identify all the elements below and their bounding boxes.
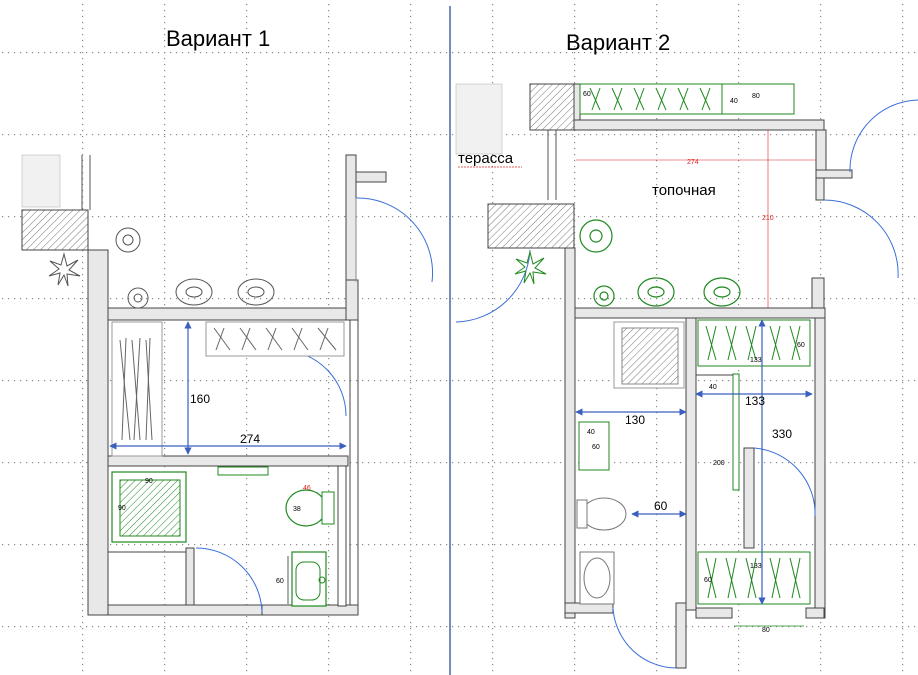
dim-133-top: 133: [750, 357, 762, 364]
dim-sink-60: 60: [276, 578, 284, 585]
dim-top-80: 80: [752, 93, 760, 100]
room-labels: терасса топочная: [458, 150, 716, 199]
dim-cab-40: 40: [587, 429, 595, 436]
dim-200: 200: [713, 460, 725, 467]
dim-60: 60: [654, 499, 668, 513]
dim-top-40: 40: [730, 98, 738, 105]
dim-210-red: 210: [762, 215, 774, 222]
dim-40-mid: 40: [709, 384, 717, 391]
variant1-plan: [21, 154, 434, 616]
dim-133-bottom: 133: [750, 563, 762, 570]
dim-shower-depth: 90: [118, 505, 126, 512]
dim-wardrobe-60-top: 60: [797, 342, 805, 349]
variant2-plan: [455, 83, 918, 669]
terrace-label: терасса: [458, 150, 514, 167]
variant2-dimension-labels: 274 210 60 40 80 130 40 60 60 133 133 13…: [583, 91, 805, 634]
dim-cab-60: 60: [592, 444, 600, 451]
variant1-dimension-labels: 160 274 90 90 46 38 60: [118, 392, 311, 585]
dim-shower-width: 90: [145, 478, 153, 485]
dim-top-60: 60: [583, 91, 591, 98]
dim-274-red: 274: [687, 159, 699, 166]
dim-38: 38: [293, 506, 301, 513]
dim-130: 130: [625, 413, 645, 427]
dim-wardrobe-60-bottom: 60: [704, 577, 712, 584]
variant1-title: Вариант 1: [166, 26, 271, 51]
dim-46: 46: [303, 485, 311, 492]
dim-133-mid: 133: [745, 394, 765, 408]
dim-274: 274: [240, 432, 260, 446]
dim-80-bottom: 80: [762, 627, 770, 634]
variant2-title: Вариант 2: [566, 30, 671, 55]
boiler-room-label: топочная: [652, 182, 716, 199]
dim-160: 160: [190, 392, 210, 406]
dim-330: 330: [772, 427, 792, 441]
